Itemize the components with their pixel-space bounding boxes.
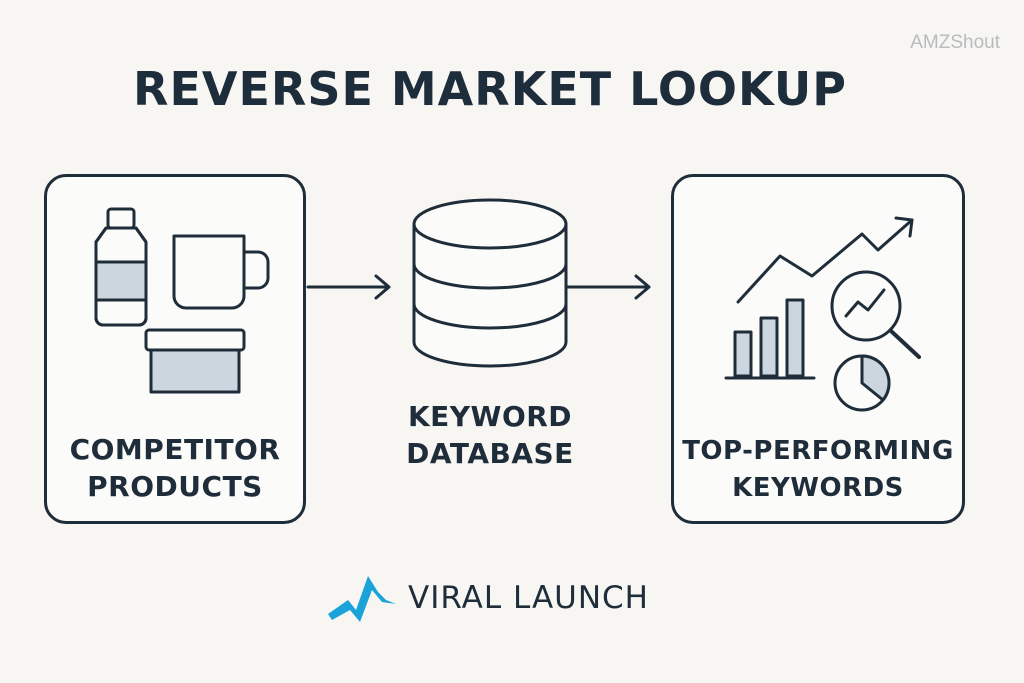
- competitor-products-line1: COMPETITOR: [69, 433, 281, 466]
- arrow-to-database-icon: [306, 274, 391, 300]
- top-keywords-line2: KEYWORDS: [732, 473, 904, 503]
- page-title: REVERSE MARKET LOOKUP: [133, 62, 847, 116]
- top-keywords-label: TOP-PERFORMING KEYWORDS: [674, 433, 962, 507]
- competitor-products-line2: PRODUCTS: [87, 470, 263, 503]
- keyword-database-line1: KEYWORD: [407, 400, 573, 433]
- keyword-database-line2: DATABASE: [406, 437, 574, 470]
- keyword-database-label: KEYWORD DATABASE: [385, 398, 595, 472]
- competitor-products-node: COMPETITOR PRODUCTS: [44, 174, 306, 524]
- database-icon: [412, 198, 568, 368]
- watermark: AMZShout: [910, 32, 1000, 53]
- brand-footer: VIRAL LAUNCH: [326, 570, 649, 626]
- top-keywords-node: TOP-PERFORMING KEYWORDS: [671, 174, 965, 524]
- competitor-products-label: COMPETITOR PRODUCTS: [47, 431, 303, 505]
- brand-name: VIRAL LAUNCH: [408, 580, 649, 616]
- viral-launch-logo-icon: [328, 576, 396, 622]
- top-keywords-line1: TOP-PERFORMING: [682, 436, 954, 466]
- arrow-to-keywords-icon: [564, 274, 651, 300]
